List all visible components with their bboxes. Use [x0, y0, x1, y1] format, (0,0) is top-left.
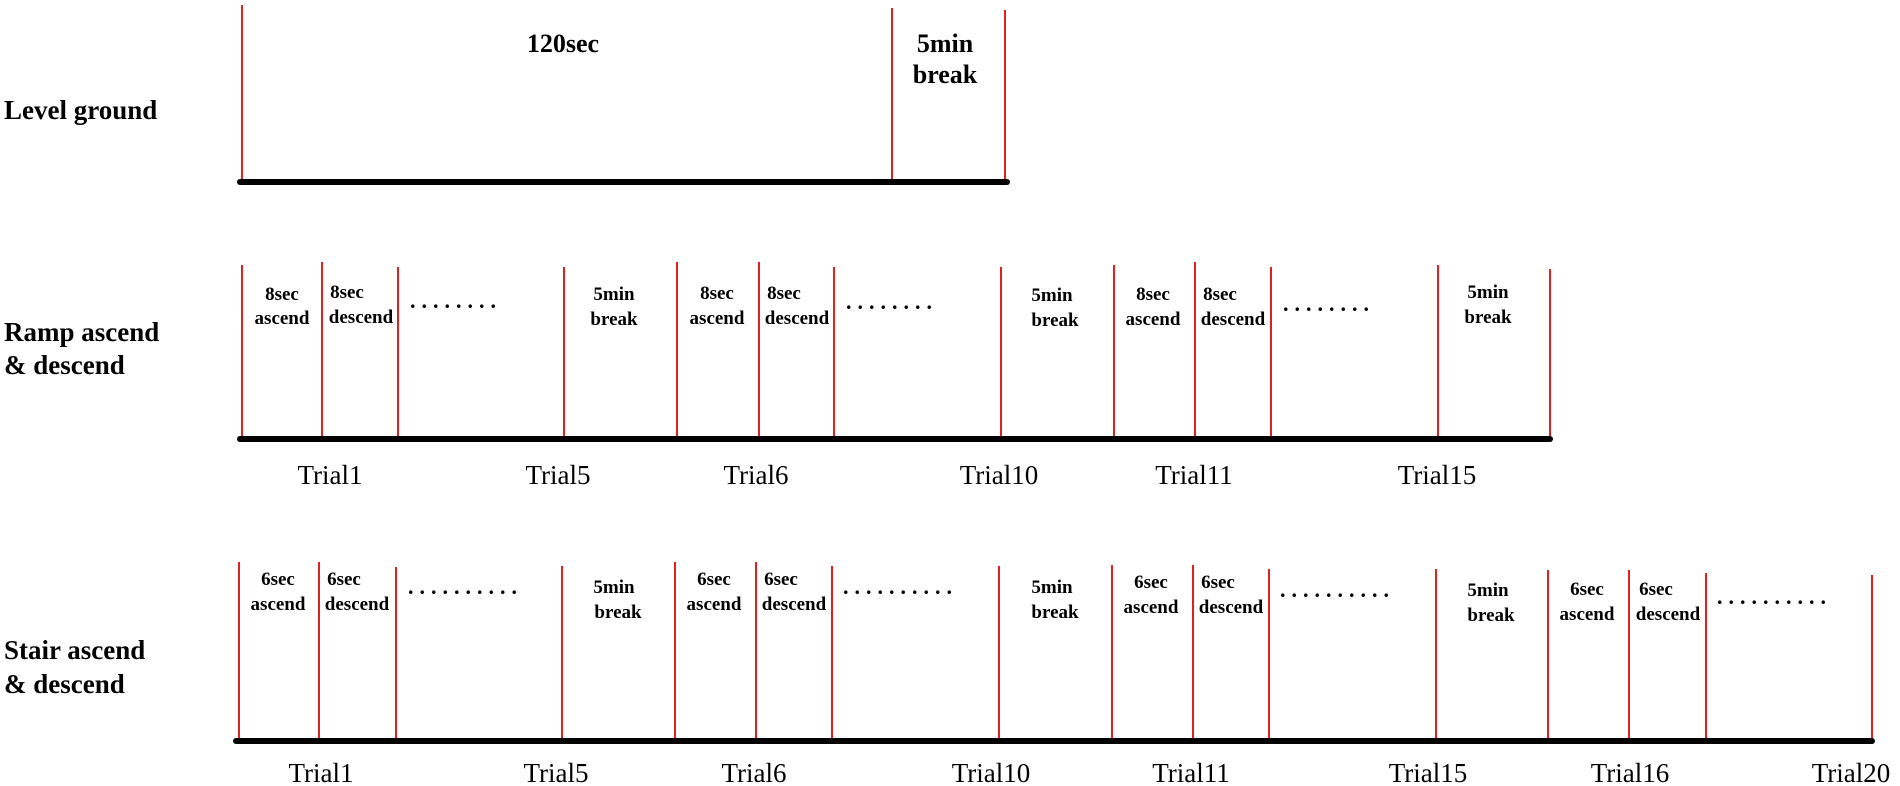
stair-descend-label: descend	[1199, 597, 1264, 618]
stair-trial-end: Trial10	[952, 758, 1031, 786]
stair-ascend-label: ascend	[1124, 597, 1179, 618]
level-ground-row: Level ground 120sec 5min break	[4, 5, 1010, 185]
ramp-descend-duration: 8sec	[330, 282, 364, 303]
stair-break-label: break	[594, 602, 642, 623]
stair-trial-start: Trial11	[1152, 758, 1230, 786]
ramp-group-1: 8sec ascend 8sec descend ........ 5min b…	[255, 282, 638, 490]
stair-ascend-duration: 6sec	[1570, 579, 1604, 600]
stair-group-2: 6sec ascend 6sec descend .......... 5min…	[687, 569, 1079, 786]
stair-ascend-duration: 6sec	[1134, 572, 1168, 593]
stair-break-label: break	[1031, 602, 1079, 623]
ramp-ellipsis: ........	[846, 289, 938, 314]
stair-trial-end: Trial20	[1812, 758, 1891, 786]
stair-group-1: 6sec ascend 6sec descend .......... 5min…	[251, 569, 642, 786]
stair-group-3: 6sec ascend 6sec descend .......... 5min…	[1124, 572, 1515, 786]
stair-ascend-label: ascend	[687, 594, 742, 615]
stair-ellipsis: ..........	[1280, 577, 1395, 602]
stair-break-label: break	[1467, 605, 1515, 626]
ramp-descend-label: descend	[765, 308, 830, 329]
ramp-ascend-label: ascend	[1126, 309, 1181, 330]
stair-descend-duration: 6sec	[1201, 572, 1235, 593]
stair-ascend-label: ascend	[251, 594, 306, 615]
ramp-trial-start: Trial11	[1155, 460, 1233, 490]
stair-ellipsis: ..........	[1717, 584, 1832, 609]
ramp-break-duration: 5min	[593, 284, 635, 305]
stair-descend-label: descend	[1636, 604, 1701, 625]
ramp-title-line2: & descend	[4, 350, 125, 380]
stair-ellipsis: ..........	[408, 574, 523, 599]
ramp-ascend-label: ascend	[255, 308, 310, 329]
stair-trial-start: Trial16	[1591, 758, 1670, 786]
stair-ellipsis: ..........	[843, 574, 958, 599]
ramp-ascend-duration: 8sec	[1136, 284, 1170, 305]
ramp-trial-end: Trial5	[525, 460, 590, 490]
stair-descend-duration: 6sec	[764, 569, 798, 590]
stair-title-line1: Stair ascend	[4, 635, 145, 665]
stair-ascend-label: ascend	[1560, 604, 1615, 625]
stair-descend-duration: 6sec	[1639, 579, 1673, 600]
stair-break-duration: 5min	[1031, 577, 1073, 598]
stair-row: Stair ascend & descend 6sec ascend 6sec …	[4, 562, 1890, 786]
ramp-break-label: break	[1031, 310, 1079, 331]
stair-ascend-duration: 6sec	[261, 569, 295, 590]
stair-group-4: 6sec ascend 6sec descend .......... Tria…	[1560, 579, 1891, 786]
level-break-line1: 5min	[917, 29, 974, 58]
level-break-line2: break	[913, 60, 978, 89]
ramp-break-duration: 5min	[1467, 282, 1509, 303]
ramp-group-3: 8sec ascend 8sec descend ........ 5min b…	[1126, 282, 1512, 490]
stair-break-duration: 5min	[1467, 580, 1509, 601]
level-duration-label: 120sec	[527, 29, 599, 58]
ramp-break-duration: 5min	[1031, 285, 1073, 306]
ramp-trial-start: Trial6	[723, 460, 788, 490]
stair-ascend-duration: 6sec	[697, 569, 731, 590]
stair-trial-end: Trial5	[523, 758, 588, 786]
ramp-descend-duration: 8sec	[1203, 284, 1237, 305]
level-ground-title: Level ground	[4, 95, 157, 125]
ramp-trial-start: Trial1	[297, 460, 362, 490]
ramp-ascend-label: ascend	[690, 308, 745, 329]
ramp-trial-end: Trial15	[1398, 460, 1477, 490]
stair-trial-start: Trial1	[288, 758, 353, 786]
ramp-ascend-duration: 8sec	[265, 284, 299, 305]
ramp-ellipsis: ........	[410, 288, 502, 313]
ramp-row: Ramp ascend & descend 8sec ascend 8sec d…	[4, 262, 1553, 490]
ramp-ellipsis: ........	[1283, 291, 1375, 316]
ramp-ascend-duration: 8sec	[700, 283, 734, 304]
ramp-break-label: break	[1464, 307, 1512, 328]
ramp-descend-duration: 8sec	[767, 283, 801, 304]
stair-title-line2: & descend	[4, 669, 125, 699]
stair-descend-label: descend	[325, 594, 390, 615]
ramp-descend-label: descend	[1201, 309, 1266, 330]
stair-trial-start: Trial6	[721, 758, 786, 786]
ramp-descend-label: descend	[329, 307, 394, 328]
ramp-title-line1: Ramp ascend	[4, 317, 159, 347]
ramp-trial-end: Trial10	[960, 460, 1039, 490]
stair-descend-duration: 6sec	[327, 569, 361, 590]
stair-break-duration: 5min	[593, 577, 635, 598]
stair-descend-label: descend	[762, 594, 827, 615]
stair-trial-end: Trial15	[1389, 758, 1468, 786]
ramp-break-label: break	[590, 309, 638, 330]
ramp-group-2: 8sec ascend 8sec descend ........ 5min b…	[690, 283, 1079, 490]
